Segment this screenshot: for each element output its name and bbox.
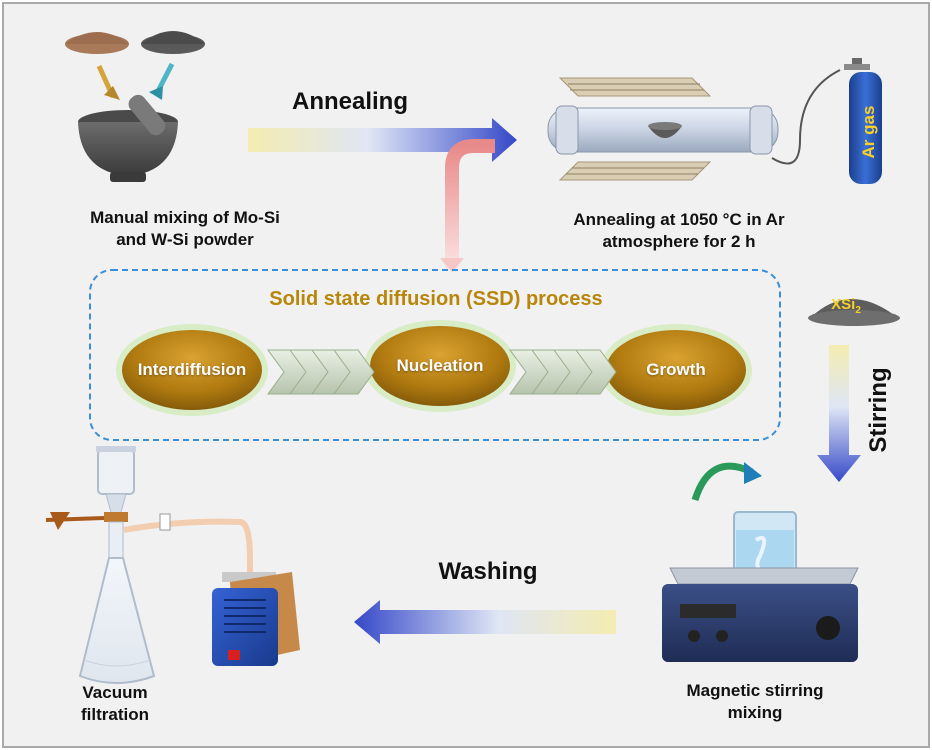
mixing-caption: Manual mixing of Mo-Si and W-Si powder xyxy=(40,207,330,251)
stage-growth-label: Growth xyxy=(646,360,706,379)
annealing-caption: Annealing at 1050 °C in Ar atmosphere fo… xyxy=(524,209,834,253)
mixing-caption-line2: and W-Si powder xyxy=(116,230,254,249)
annealing-caption-line2: atmosphere for 2 h xyxy=(602,232,756,251)
stage-nucleation-label: Nucleation xyxy=(396,356,484,375)
xsi2-powder-icon xyxy=(808,299,900,326)
chevron-arrows-2-icon xyxy=(509,349,617,395)
oval-nucleation xyxy=(370,326,510,406)
ssd-title: Solid state diffusion (SSD) process xyxy=(269,288,602,310)
ssd-connector-arrow xyxy=(440,139,495,272)
stage-interdiffusion-label: Interdiffusion xyxy=(137,360,247,379)
vacuum-pump-icon xyxy=(212,572,300,666)
filtration-caption-line2: filtration xyxy=(81,705,149,724)
xsi2-label: XSi2 xyxy=(831,296,861,316)
stirring-caption-line1: Magnetic stirring xyxy=(686,681,824,700)
vacuum-filtration-icon xyxy=(45,446,253,684)
washing-arrow xyxy=(354,600,616,644)
washing-label: Washing xyxy=(438,558,538,585)
annealing-label: Annealing xyxy=(291,88,408,115)
ssd-dashed-box xyxy=(89,269,781,441)
chevron-arrows-1-icon xyxy=(267,349,375,395)
stirring-label: Stirring xyxy=(865,367,892,452)
mixing-caption-line1: Manual mixing of Mo-Si xyxy=(90,208,280,227)
filtration-caption: Vacuum filtration xyxy=(40,682,190,726)
oval-growth xyxy=(606,330,746,410)
tube-furnace-icon xyxy=(547,69,841,181)
stirring-caption-line2: mixing xyxy=(727,703,783,722)
ar-gas-cylinder-icon xyxy=(844,58,882,184)
pump-power-switch-icon xyxy=(228,650,240,660)
stirring-caption: Magnetic stirring mixing xyxy=(640,680,870,724)
annealing-caption-line1: Annealing at 1050 °C in Ar xyxy=(573,210,785,229)
stirring-arrow xyxy=(817,345,861,482)
mortar-pestle-icon xyxy=(65,31,205,182)
filtration-caption-line1: Vacuum xyxy=(82,683,148,702)
oval-interdiffusion xyxy=(122,330,262,410)
magnetic-stirrer-icon xyxy=(662,462,859,662)
ar-gas-label: Ar gas xyxy=(859,106,878,159)
